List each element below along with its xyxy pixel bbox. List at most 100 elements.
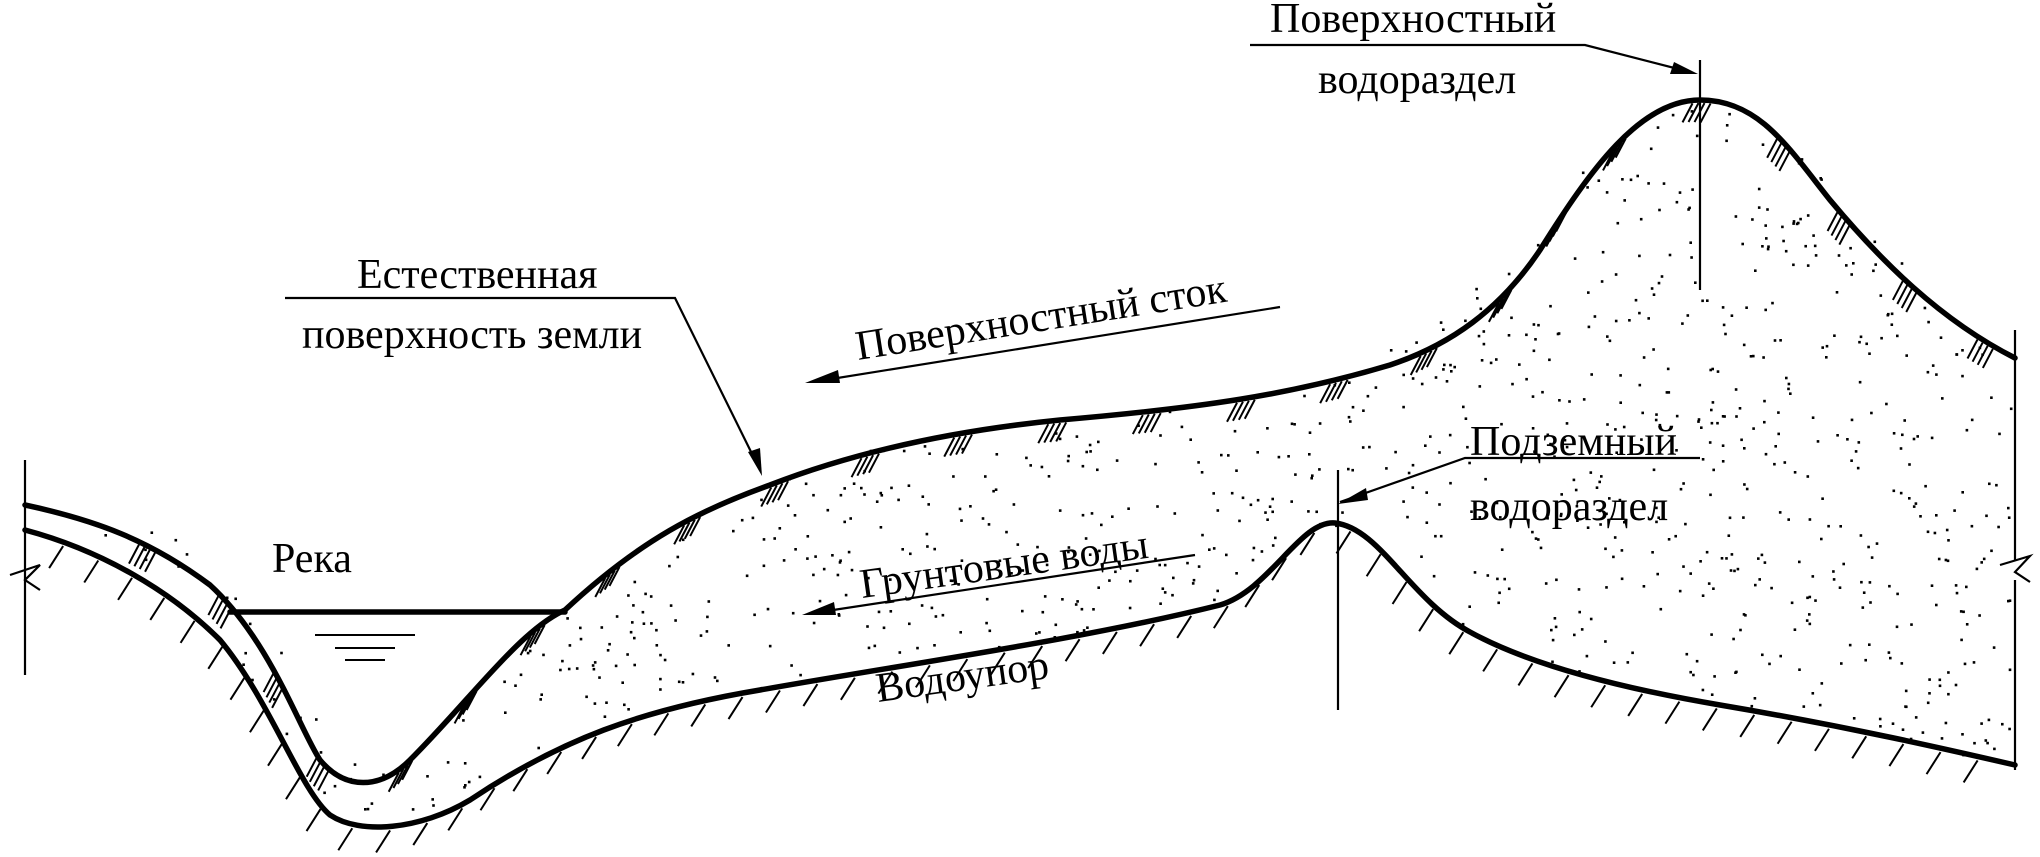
sand-dot — [1846, 438, 1849, 441]
label-natural-surface-line1: Естественная — [357, 252, 597, 298]
sand-dot — [1445, 380, 1449, 383]
sand-dot — [843, 487, 846, 490]
sand-dot — [1736, 567, 1740, 571]
sand-dot — [1961, 491, 1964, 494]
sand-dot — [1097, 586, 1100, 589]
sand-dot — [539, 698, 542, 701]
surface-runoff-arrowhead — [805, 370, 840, 383]
hatch-mark — [1830, 216, 1843, 237]
sand-dot — [1518, 363, 1521, 366]
sand-dot — [1955, 591, 1959, 595]
sand-dot — [826, 508, 830, 512]
sand-dot — [1115, 459, 1119, 462]
label-underground-divide-line1: Подземный — [1470, 419, 1677, 465]
sand-dot — [478, 775, 482, 779]
sand-dot — [1805, 619, 1809, 622]
sand-dot — [1626, 661, 1630, 664]
sand-dot — [1658, 423, 1662, 427]
sand-dot — [984, 475, 987, 478]
sand-dot — [1479, 307, 1483, 311]
sand-dot — [806, 557, 809, 560]
sand-dot — [1675, 449, 1678, 452]
hatch-mark — [862, 454, 875, 475]
sand-dot — [1868, 643, 1871, 646]
sand-dot — [1577, 588, 1581, 591]
sand-dot — [1947, 539, 1950, 542]
sand-dot — [1711, 367, 1714, 371]
sand-dot — [1735, 670, 1738, 674]
sand-dot — [1510, 316, 1513, 320]
sand-dot — [1836, 434, 1839, 437]
sand-dot — [1362, 409, 1365, 412]
sand-dot — [1016, 543, 1020, 546]
sand-dot — [2008, 727, 2011, 731]
sand-dot — [1212, 547, 1216, 550]
sand-dot — [370, 802, 374, 805]
hatch-mark — [412, 822, 429, 846]
sand-dot — [1982, 557, 1986, 561]
sand-dot — [1154, 462, 1157, 466]
sand-dot — [1879, 294, 1883, 297]
hatch-mark — [1418, 608, 1434, 632]
sand-dot — [627, 708, 630, 711]
sand-dot — [633, 636, 636, 640]
sand-dot — [867, 646, 871, 650]
sand-dot — [1668, 253, 1672, 257]
sand-dot — [1587, 325, 1591, 329]
sand-dot — [1909, 737, 1913, 741]
sand-dot — [1750, 704, 1754, 708]
sand-dot — [1650, 287, 1654, 290]
sand-dot — [2009, 407, 2013, 411]
sand-dot — [1489, 361, 1493, 365]
hatch-mark — [1590, 684, 1607, 708]
sand-dot — [1613, 536, 1617, 539]
hatch-mark — [1814, 728, 1830, 752]
sand-dot — [1551, 638, 1555, 642]
natural-surface-arrowhead — [748, 448, 762, 476]
sand-dot — [633, 580, 637, 584]
sand-dot — [1589, 471, 1593, 474]
hatch-mark — [1517, 662, 1534, 686]
sand-dot — [1754, 583, 1757, 587]
sand-dot — [1434, 376, 1438, 379]
sand-dot — [1366, 394, 1370, 398]
sand-dot — [1438, 503, 1441, 506]
sand-dot — [1793, 471, 1797, 474]
hatch-mark — [989, 652, 1006, 676]
sand-dot — [716, 679, 719, 683]
sand-dot — [1654, 418, 1658, 422]
sand-dot — [650, 622, 653, 625]
sand-dot — [467, 780, 471, 784]
sand-dot — [104, 534, 107, 537]
sand-dot — [1666, 367, 1670, 371]
sand-dot — [916, 646, 919, 650]
hatch-mark — [1826, 211, 1839, 232]
hatch-mark — [133, 546, 146, 567]
hatch-mark — [83, 559, 100, 584]
sand-dot — [1531, 395, 1535, 398]
sand-dot — [1537, 323, 1540, 327]
sand-dot — [1484, 477, 1487, 481]
sand-dot — [898, 651, 902, 654]
hatch-mark — [777, 480, 789, 501]
sand-dot — [1689, 670, 1692, 674]
sand-dot — [1256, 498, 1260, 502]
sand-dot — [902, 449, 906, 453]
sand-dot — [1536, 243, 1540, 247]
sand-dot — [814, 555, 817, 558]
sand-dot — [1550, 628, 1553, 632]
sand-dot — [1555, 578, 1558, 582]
sand-dot — [1225, 553, 1228, 557]
sand-dot — [1598, 480, 1601, 484]
sand-dot — [568, 644, 572, 647]
hatch-mark — [1037, 423, 1050, 444]
sand-dot — [998, 559, 1002, 563]
hatch-mark — [138, 549, 151, 570]
sand-dot — [641, 610, 645, 614]
sand-dot — [1575, 504, 1579, 508]
hatch-mark — [1365, 553, 1382, 577]
sand-dot — [1620, 577, 1624, 581]
sand-dot — [1745, 306, 1748, 309]
sand-dot — [1850, 273, 1853, 276]
sand-dot — [1797, 221, 1800, 225]
